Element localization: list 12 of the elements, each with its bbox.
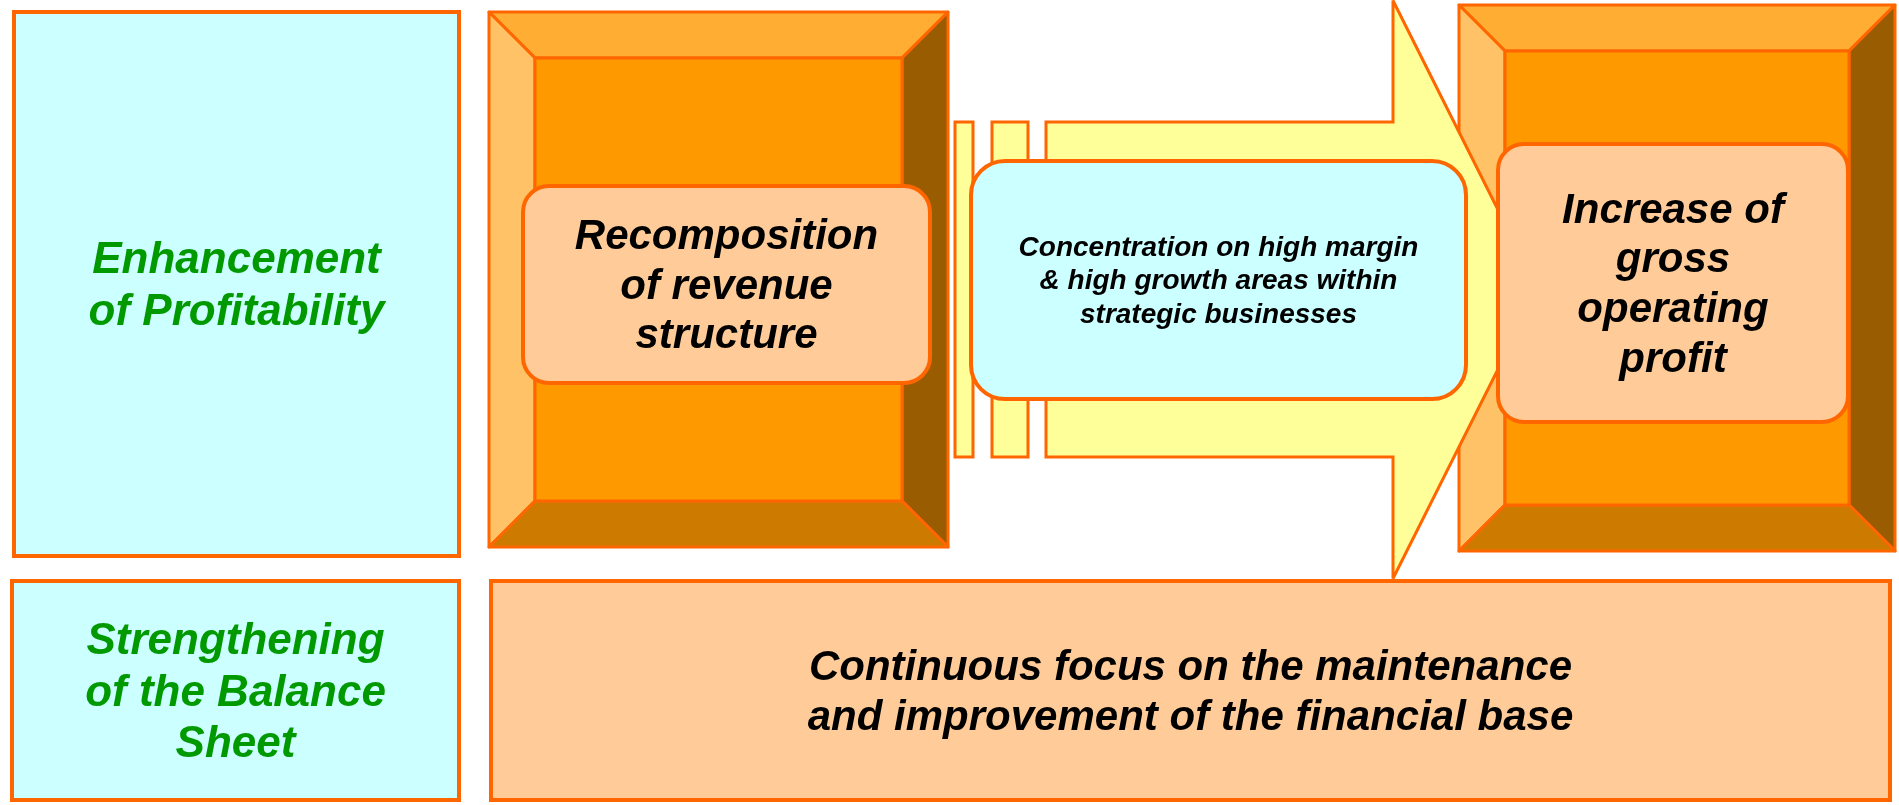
- box-text: Concentration on high margin & high growth areas within strategic businesses: [1017, 230, 1420, 330]
- box-text: Continuous focus on the maintenance and improvement of the financial base: [806, 640, 1575, 741]
- rounded-box: [521, 184, 932, 385]
- rounded-box: [969, 159, 1468, 401]
- rounded-box: [1496, 142, 1850, 424]
- wide-box: [489, 579, 1892, 802]
- box-text: Recomposition of revenue structure: [573, 210, 880, 359]
- box-text: Increase of gross operating profit: [1536, 183, 1810, 383]
- category-label: Strengthening of the Balance Sheet: [84, 612, 387, 769]
- category-box: [10, 579, 461, 802]
- category-box: [12, 10, 461, 558]
- category-label: Enhancement of Profitability: [87, 232, 387, 336]
